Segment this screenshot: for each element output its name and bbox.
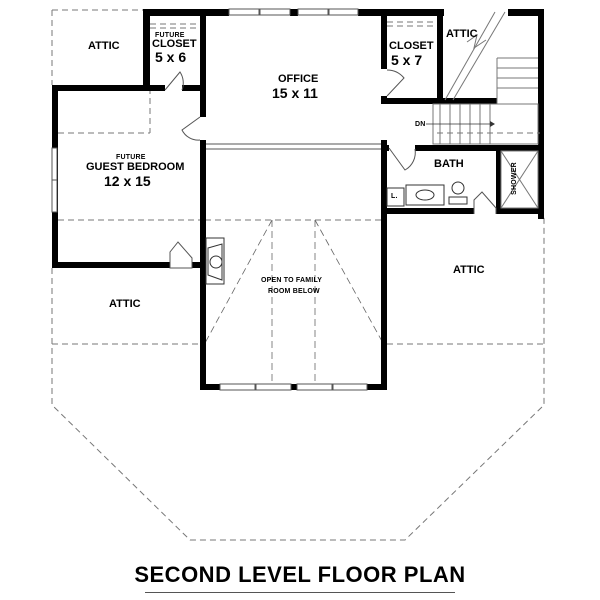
doors <box>164 69 497 269</box>
title-underline <box>145 592 455 593</box>
fireplace <box>205 237 225 285</box>
room-label-attic-mid-right: ATTIC <box>453 264 485 276</box>
linen-label: L. <box>391 193 398 200</box>
plan-title: SECOND LEVEL FLOOR PLAN <box>134 562 466 587</box>
room-size-guest-bedroom: 12 x 15 <box>104 173 151 189</box>
room-label-office: OFFICE <box>278 73 319 85</box>
room-label-closet-right: CLOSET <box>389 40 434 52</box>
open-area-line1: OPEN TO FAMILY <box>261 277 323 284</box>
walls <box>52 9 544 390</box>
staircase <box>426 11 540 145</box>
room-prefix-guest-bedroom: FUTURE <box>116 154 146 161</box>
room-prefix-future-closet: FUTURE <box>155 32 185 39</box>
windows <box>51 8 368 391</box>
roof-outline <box>51 9 545 541</box>
room-size-future-closet: 5 x 6 <box>155 49 187 65</box>
stair-down-label: DN <box>415 121 426 128</box>
shower-label: SHOWER <box>510 162 518 195</box>
room-label-bath: BATH <box>434 158 464 170</box>
room-label-future-closet: CLOSET <box>152 38 197 50</box>
room-label-guest-bedroom: GUEST BEDROOM <box>86 161 185 173</box>
open-area-line2: ROOM BELOW <box>268 288 320 295</box>
room-size-office: 15 x 11 <box>272 85 318 101</box>
room-label-attic-mid-left: ATTIC <box>109 298 141 310</box>
bath-fixtures <box>386 150 539 209</box>
room-size-closet-right: 5 x 7 <box>391 52 423 68</box>
room-label-attic-top-right: ATTIC <box>446 28 478 40</box>
room-label-attic-top-left: ATTIC <box>88 40 120 52</box>
